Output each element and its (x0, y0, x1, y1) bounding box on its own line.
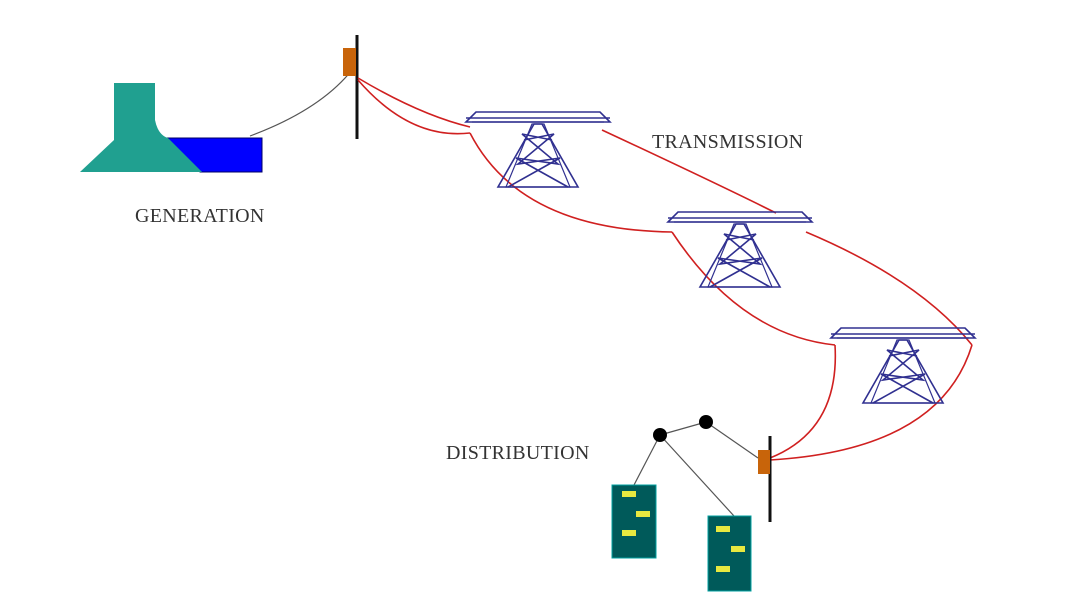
distribution-node (653, 428, 667, 442)
substation-icon (343, 48, 356, 76)
generation-label: GENERATION (135, 205, 265, 227)
transmission-line (671, 231, 836, 346)
transmission-line (469, 132, 673, 233)
transmission-label: TRANSMISSION (652, 131, 804, 153)
generator-lead-wire (249, 69, 353, 137)
transmission-tower-icon (465, 111, 611, 188)
distribution-substation (758, 436, 772, 522)
substation-icon (758, 450, 770, 474)
transmission-line (769, 344, 837, 459)
dam-icon (80, 83, 202, 172)
transmission-line (357, 79, 471, 135)
building-icon (707, 515, 752, 592)
transmission-tower-icon (830, 327, 976, 404)
transmission-line (601, 129, 777, 214)
distribution-wire (705, 421, 759, 459)
building-icon (611, 484, 657, 559)
distribution-wire (659, 434, 735, 517)
transmission-line (357, 77, 471, 128)
distribution-wire (633, 434, 661, 486)
distribution-label: DISTRIBUTION (446, 442, 590, 464)
distribution-network (633, 415, 759, 517)
generation-substation (343, 35, 359, 139)
transmission-tower-icon (667, 211, 813, 288)
distribution-node (699, 415, 713, 429)
transmission-line (805, 231, 973, 346)
transmission-lines (357, 77, 973, 461)
distribution-wire (659, 421, 707, 436)
transmission-line (769, 344, 973, 461)
generation-plant (80, 69, 353, 173)
